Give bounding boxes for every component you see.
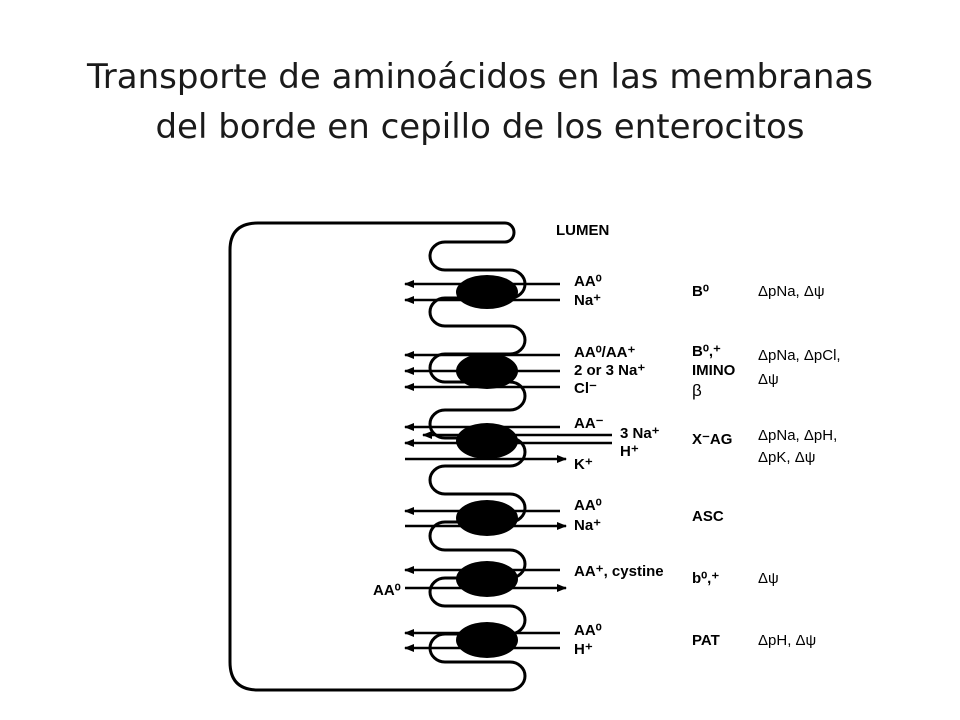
driving-force-label: Δψ bbox=[758, 570, 779, 587]
substrate-label: AA⁰ bbox=[574, 622, 602, 639]
system-label: B⁰ bbox=[692, 283, 709, 300]
carrier-protein bbox=[456, 622, 518, 658]
slide-title: Transporte de aminoácidos en las membran… bbox=[0, 52, 960, 152]
substrate-label: AA⁰ bbox=[574, 497, 602, 514]
substrate-label: AA⁺, cystine bbox=[574, 563, 664, 580]
system-label: PAT bbox=[692, 632, 720, 649]
transporter-asc: AA⁰ Na⁺ ASC bbox=[404, 497, 724, 536]
system-label: ASC bbox=[692, 508, 724, 525]
transporter-pat: AA⁰ H⁺ PAT ΔpH, Δψ bbox=[404, 622, 816, 658]
driving-force-label: ΔpNa, ΔpH, bbox=[758, 427, 837, 444]
substrate-label: H⁺ bbox=[620, 443, 639, 460]
transporter-b0plus: AA⁰/AA⁺ 2 or 3 Na⁺ Cl⁻ B⁰,⁺ IMINO β ΔpNa… bbox=[404, 343, 841, 400]
transporter-b0plus-cystine: AA⁺, cystine AA⁰ b⁰,⁺ Δψ bbox=[373, 561, 779, 599]
transporter-b0: AA⁰ Na⁺ B⁰ ΔpNa, Δψ bbox=[404, 273, 825, 309]
substrate-label: 3 Na⁺ bbox=[620, 425, 660, 442]
driving-force-label: Δψ bbox=[758, 371, 779, 388]
carrier-protein bbox=[456, 500, 518, 536]
transporter-xag: AA⁻ 3 Na⁺ H⁺ K⁺ X⁻AG ΔpNa, ΔpH, ΔpK, Δψ bbox=[404, 415, 837, 473]
lumen-label: LUMEN bbox=[556, 222, 609, 239]
system-label: B⁰,⁺ bbox=[692, 343, 721, 360]
substrate-label: Na⁺ bbox=[574, 292, 601, 309]
carrier-protein bbox=[456, 353, 518, 389]
driving-force-label: ΔpNa, ΔpCl, bbox=[758, 347, 841, 364]
driving-force-label: ΔpNa, Δψ bbox=[758, 283, 825, 300]
substrate-label: AA⁻ bbox=[574, 415, 604, 432]
title-line-2: del borde en cepillo de los enterocitos bbox=[155, 107, 805, 147]
system-label: b⁰,⁺ bbox=[692, 570, 719, 587]
system-label: β bbox=[692, 381, 702, 400]
substrate-label: K⁺ bbox=[574, 456, 593, 473]
driving-force-label: ΔpH, Δψ bbox=[758, 632, 816, 649]
substrate-label: 2 or 3 Na⁺ bbox=[574, 362, 645, 379]
substrate-label: AA⁰/AA⁺ bbox=[574, 344, 636, 361]
system-label: X⁻AG bbox=[692, 431, 732, 448]
intracellular-aa0-label: AA⁰ bbox=[373, 582, 401, 599]
carrier-protein bbox=[456, 275, 518, 309]
carrier-protein bbox=[456, 423, 518, 459]
substrate-label: Cl⁻ bbox=[574, 380, 597, 397]
substrate-label: Na⁺ bbox=[574, 517, 601, 534]
driving-force-label: ΔpK, Δψ bbox=[758, 449, 815, 466]
carrier-protein bbox=[456, 561, 518, 597]
system-label: IMINO bbox=[692, 362, 736, 379]
substrate-label: H⁺ bbox=[574, 641, 593, 658]
title-line-1: Transporte de aminoácidos en las membran… bbox=[87, 57, 873, 97]
substrate-label: AA⁰ bbox=[574, 273, 602, 290]
